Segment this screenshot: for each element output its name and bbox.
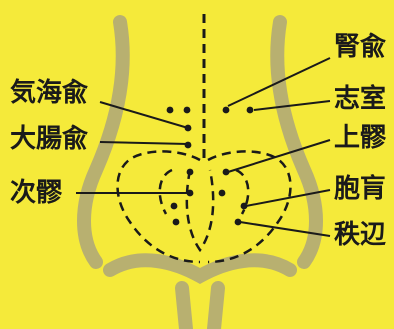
point-hoko-right: [241, 203, 248, 210]
point-jiryo-left: [187, 190, 194, 197]
point-jinyu-right: [223, 107, 230, 114]
label-joryo: 上髎: [334, 125, 386, 151]
point-joryo-left: [187, 169, 194, 176]
label-jinyu: 腎兪: [334, 34, 386, 60]
point-chippen-right: [235, 219, 242, 226]
leader-joryo: [228, 140, 330, 172]
point-shishitsu-right: [247, 107, 254, 114]
right-pelvis-outline: [208, 151, 291, 262]
gluteal-fold-outline: [110, 260, 290, 276]
label-daichoyu: 大腸兪: [10, 126, 88, 152]
point-shishitsu-left: [167, 107, 174, 114]
point-joryo-right: [223, 169, 230, 176]
point-hoko-left: [171, 203, 178, 210]
bone-outlines: [118, 14, 291, 262]
point-jiryo-right: [219, 190, 226, 197]
label-jiryo: 次髎: [10, 180, 62, 206]
sacrum-outline: [187, 170, 213, 250]
point-jinyu-left: [184, 107, 191, 114]
label-shishitsu: 志室: [334, 86, 386, 112]
label-chippen: 秩辺: [334, 222, 386, 248]
point-chippen-left: [173, 219, 180, 226]
point-kikaiyu: [185, 125, 192, 132]
right-leg-inner-outline: [214, 288, 218, 329]
label-hoko: 胞肓: [334, 176, 386, 202]
leader-shishitsu: [254, 101, 330, 110]
label-kikaiyu: 気海兪: [10, 80, 88, 106]
left-leg-inner-outline: [182, 288, 186, 329]
right-flank-outline: [277, 22, 316, 262]
acupoint-dots: [167, 107, 254, 226]
point-daichoyu: [185, 142, 192, 149]
